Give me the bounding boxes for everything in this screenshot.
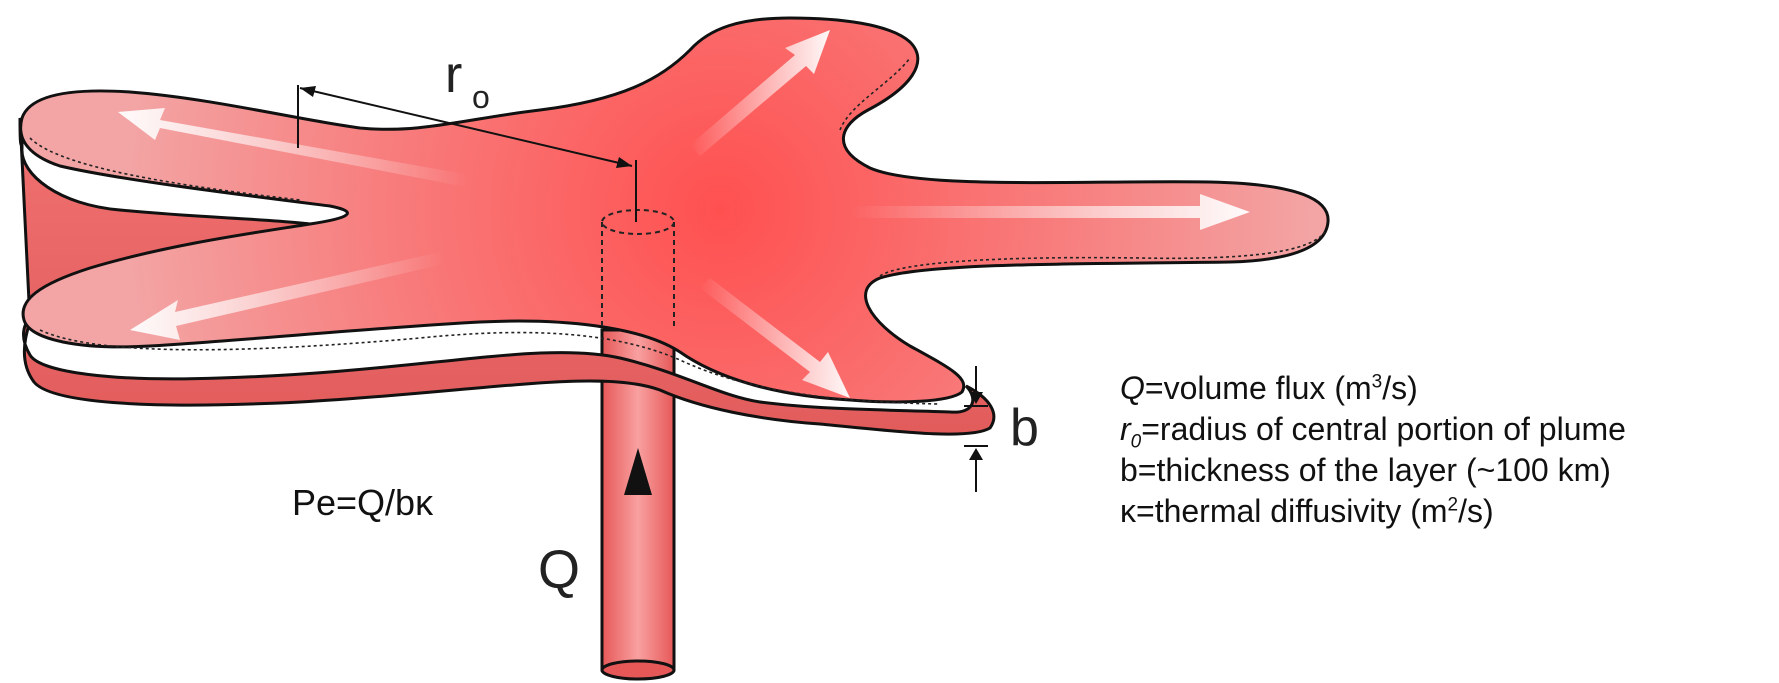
legend: Q=volume flux (m3/s) r0=radius of centra… [1120, 368, 1626, 532]
r0-label: r [445, 46, 462, 104]
b-label: b [1010, 399, 1039, 457]
legend-kappa-text-end: /s) [1458, 493, 1494, 529]
legend-row-q: Q=volume flux (m3/s) [1120, 368, 1626, 409]
r0-label-subscript: o [472, 79, 490, 115]
legend-q-symbol: Q [1120, 370, 1145, 406]
legend-row-b: b=thickness of the layer (~100 km) [1120, 450, 1626, 491]
legend-r0-symbol: r [1120, 411, 1131, 447]
legend-kappa-sup: 2 [1448, 494, 1459, 515]
legend-kappa-text: κ=thermal diffusivity (m [1120, 493, 1448, 529]
legend-q-sup: 3 [1372, 371, 1383, 392]
legend-q-text: =volume flux (m [1145, 370, 1372, 406]
legend-q-text-end: /s) [1382, 370, 1418, 406]
legend-row-kappa: κ=thermal diffusivity (m2/s) [1120, 491, 1626, 532]
peclet-equation: Pe=Q/bκ [292, 482, 433, 524]
legend-row-r0: r0=radius of central portion of plume [1120, 409, 1626, 450]
legend-r0-text: =radius of central portion of plume [1141, 411, 1626, 447]
q-label: Q [538, 540, 580, 600]
